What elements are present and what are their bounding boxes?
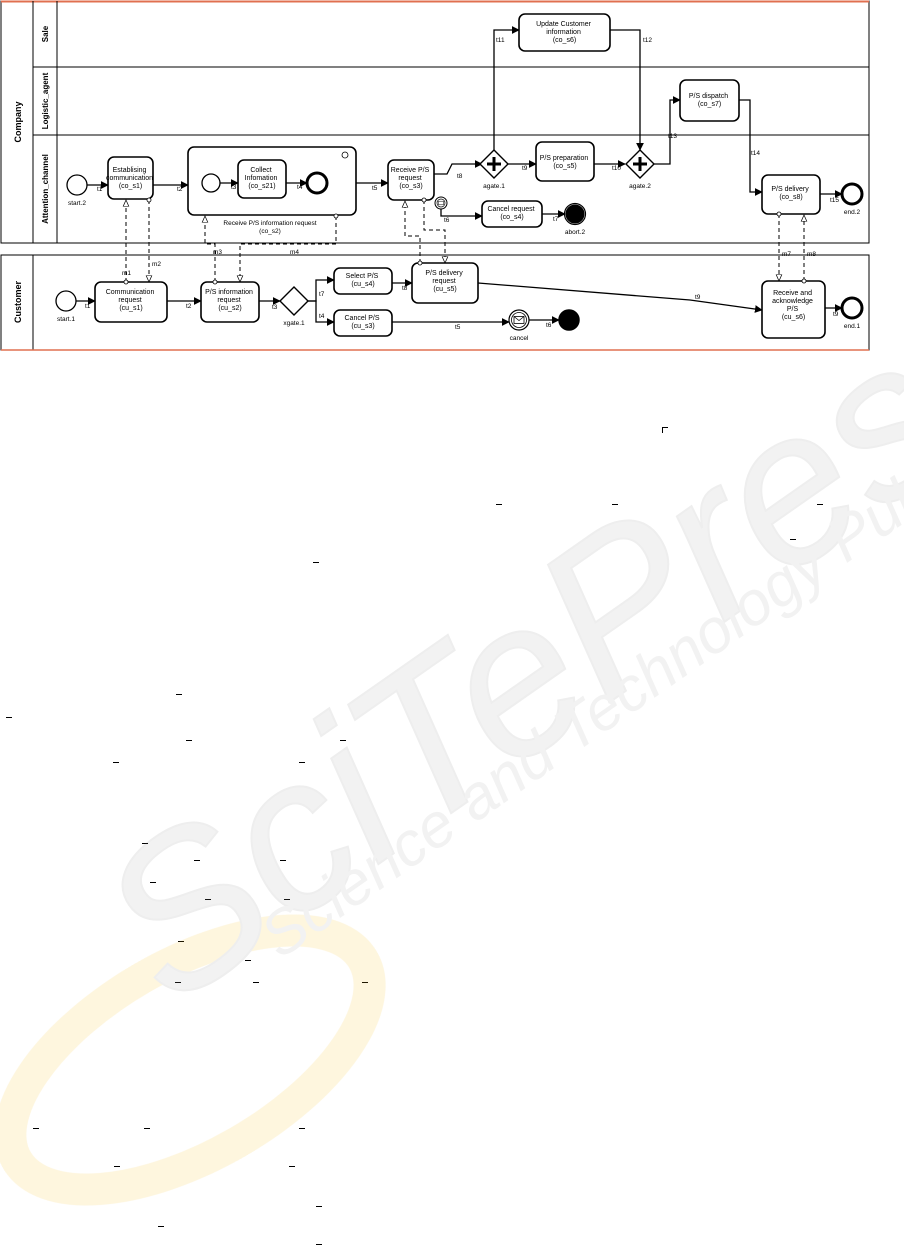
task-co-s3[interactable] [387,159,435,201]
abort-end-event-2-label: abort.2 [565,229,586,236]
flow-label: t2 [177,186,183,193]
task-co-s21-label: Collect Infomation (co_s21) [245,167,280,190]
lane-sale-title: Sale [41,25,50,42]
envelope-icon [513,316,525,324]
flow-label: t5 [455,324,461,331]
message-m2-label: m2 [152,261,161,268]
task-cu-s3-label: Cancel P/S (cu_s3) [345,315,382,330]
task-cu-s1-label: Communication request (cu_s1) [106,289,157,312]
sub-end-event [305,171,329,195]
plus-icon [633,157,647,171]
envelope-icon [438,200,444,206]
message-flow-m4 [240,216,337,282]
watermark-swoosh [0,914,386,1206]
task-co-s1[interactable] [107,156,154,200]
task-co-s21[interactable] [237,159,287,199]
task-cu-s1[interactable] [94,281,168,323]
customer-pool-title: Customer [13,281,23,324]
flow-label: t7 [553,216,559,223]
message-m4-label: m4 [290,249,299,256]
task-co-s7-label: P/S dispatch (co_s7) [689,93,730,108]
subprocess-co-s2-id: (co_s2) [259,228,281,235]
company-pool [0,0,870,244]
exclusive-gateway-1-label: xgate.1 [283,320,305,327]
company-pool-title: Company [13,101,23,142]
task-co-s6-label: Update Customer information (co_s6) [536,21,593,44]
end-event-1 [840,296,864,320]
flow-label: t1 [97,186,103,193]
flow-label: t3 [272,304,278,311]
lane-attention-title: Attention_channel [41,154,50,224]
task-co-s5-label: P/S preparation (co_s5) [540,155,591,170]
bpmn-diagram: Company Sale Logistic_agent Attention_ch… [0,0,870,351]
flow-label: t8 [457,173,463,180]
task-co-s6[interactable] [518,13,611,52]
abort-end-event-2 [565,204,585,224]
watermark-tagline: Science and Technology Publications [248,327,904,971]
lane-logistic-title: Logistic_agent [41,72,50,129]
end-event-1-label: end.1 [844,323,861,330]
flow-label: t12 [643,37,652,44]
flow-label: t5 [372,185,378,192]
message-m7-label: m7 [782,251,791,258]
flow-label: t9 [695,294,701,301]
flow-label: t4 [297,184,303,191]
task-co-s8-label: P/S delivery (co_s8) [771,186,810,201]
start-event-2-label: start.2 [68,200,86,207]
task-co-s4-label: Cancel request (co_s4) [487,206,536,221]
flow-label: t13 [668,133,677,140]
task-co-s3-label: Receive P/S request (co_s3) [391,167,431,190]
start-event-1-label: start.1 [57,316,75,323]
flow-label: t9 [522,165,528,172]
start-event-2 [66,174,88,196]
flow-label: t14 [751,150,760,157]
task-cu-s4-label: Select P/S (cu_s4) [346,273,381,288]
plus-icon [487,157,501,171]
message-flow-m3 [205,216,216,282]
flow-label: t15 [830,197,839,204]
message-m3-label: m3 [213,249,222,256]
task-co-s1-label: Establising communication (co_s1) [106,167,155,190]
flow-label: t9 [833,311,839,318]
subprocess-timer-icon [341,151,349,159]
flow-label: t3 [231,184,237,191]
message-flow-co-s3-to-cu-s5 [423,200,445,263]
flow-label: t6 [444,217,450,224]
flow-label: t10 [612,165,621,172]
message-flow-cu-s5-to-co-s3 [405,201,421,263]
task-co-s5[interactable] [535,141,595,182]
task-cu-s2-label: P/S information request (cu_s2) [205,289,255,312]
flow-label: t2 [186,303,192,310]
start-event-1 [55,290,77,312]
sub-start-event [201,173,221,193]
exclusive-gateway-1 [279,286,309,316]
flow-label: t4 [319,313,325,320]
flow-label: t11 [496,37,505,44]
task-cu-s5-label: P/S delivery request (cu_s5) [425,270,464,293]
parallel-gateway-1-label: agate.1 [483,183,505,190]
task-cu-s2[interactable] [200,281,260,323]
flow-label: t1 [85,303,91,310]
subprocess-co-s2-label: Receive P/S information request [223,220,316,227]
message-m1-label: m1 [122,270,131,277]
end-event-2-label: end.2 [844,209,861,216]
parallel-gateway-2-label: agate.2 [629,183,651,190]
flow-label: t8 [402,285,408,292]
task-cu-s6-label: Receive and acknowledge P/S (cu_s6) [772,290,815,321]
flow-label: t6 [546,322,552,329]
task-cu-s4[interactable] [333,267,393,295]
task-cu-s6[interactable] [761,280,826,339]
cancel-message-event-label: cancel [510,335,529,342]
message-m8-label: m8 [807,251,816,258]
end-event-2 [840,182,864,206]
flow-label: t7 [319,291,325,298]
task-cu-s3[interactable] [333,309,393,337]
